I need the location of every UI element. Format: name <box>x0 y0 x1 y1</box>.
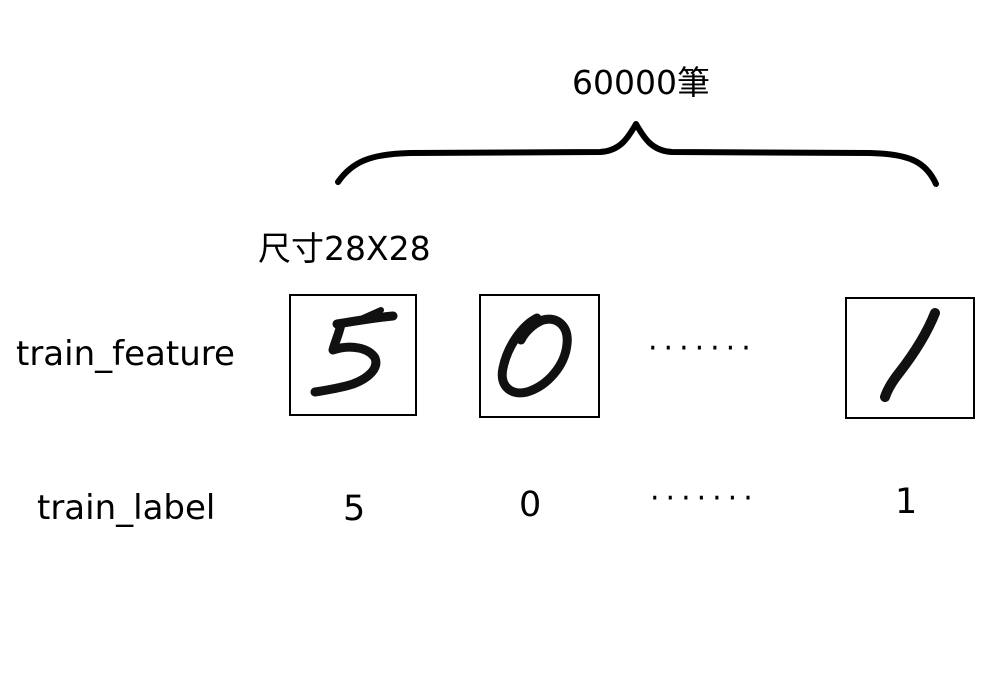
curly-brace <box>335 121 939 187</box>
digit-image-0 <box>479 294 600 418</box>
digit-image-5 <box>289 294 417 416</box>
image-size-label: 尺寸28X28 <box>258 229 431 268</box>
label-value-0: 0 <box>519 485 542 525</box>
digit-image-1 <box>845 297 975 419</box>
label-value-5: 5 <box>343 489 366 529</box>
label-ellipsis: ······· <box>650 481 759 516</box>
feature-ellipsis: ······· <box>648 331 757 366</box>
train-feature-row-label: train_feature <box>16 334 235 374</box>
train-label-row-label: train_label <box>37 488 216 528</box>
total-count-label: 60000筆 <box>572 63 710 102</box>
label-value-1: 1 <box>895 482 918 522</box>
